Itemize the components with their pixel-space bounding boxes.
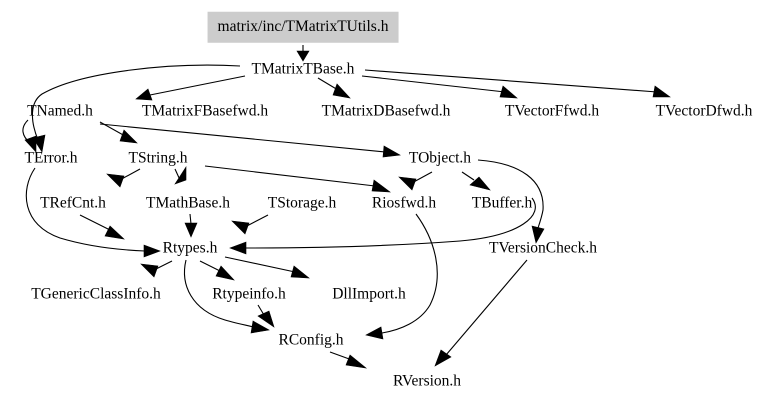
edge-tnamed-to-tobject bbox=[99, 123, 401, 158]
edge-tbuffer-to-rtypes bbox=[229, 197, 536, 255]
edge-tstring-to-riosfwd bbox=[204, 165, 391, 193]
edge-tstring-to-tmathbase bbox=[174, 165, 187, 185]
edge-tobject-to-tbuffer bbox=[461, 171, 491, 191]
node-rtypes[interactable]: Rtypes.h bbox=[162, 239, 218, 257]
edge-tstring-to-trefcnt bbox=[106, 168, 141, 188]
node-tbuffer[interactable]: TBuffer.h bbox=[471, 194, 533, 212]
node-rversion[interactable]: RVersion.h bbox=[392, 372, 462, 390]
node-trefcnt[interactable]: TRefCnt.h bbox=[40, 194, 106, 212]
node-tmathbase[interactable]: TMathBase.h bbox=[146, 194, 230, 212]
edge-tobject-to-riosfwd bbox=[398, 171, 433, 191]
edge-rtypes-to-rconfig bbox=[184, 259, 270, 334]
edge-tmatrixtbase-to-tvectordfwd bbox=[364, 69, 671, 98]
node-terror[interactable]: TError.h bbox=[24, 149, 78, 167]
edge-tmathbase-to-rtypes bbox=[184, 213, 198, 238]
node-tstring[interactable]: TString.h bbox=[128, 149, 188, 167]
edge-tnamed-to-tstring bbox=[99, 121, 138, 144]
edge-rtypes-to-rtypeinfo bbox=[199, 260, 235, 281]
edge-tmatrixtbase-to-tvectorffwd bbox=[361, 75, 518, 99]
node-tnamed[interactable]: TNamed.h bbox=[27, 102, 93, 120]
node-riosfwd[interactable]: Riosfwd.h bbox=[371, 194, 437, 212]
node-root-tmatrixtutils[interactable]: matrix/inc/TMatrixTUtils.h bbox=[207, 11, 399, 43]
edge-tversioncheck-to-rversion bbox=[434, 259, 528, 367]
node-tversioncheck[interactable]: TVersionCheck.h bbox=[488, 239, 598, 257]
node-tvectordfwd[interactable]: TVectorDfwd.h bbox=[655, 102, 753, 120]
node-tmatrixdbasefwd[interactable]: TMatrixDBasefwd.h bbox=[321, 102, 451, 120]
edge-trefcnt-to-rtypes bbox=[79, 214, 125, 240]
node-tmatrixtbase[interactable]: TMatrixTBase.h bbox=[251, 60, 355, 78]
node-rconfig[interactable]: RConfig.h bbox=[278, 331, 344, 349]
edge-tmatrixtbase-to-tmatrixfbasefwd bbox=[135, 75, 246, 101]
node-tobject[interactable]: TObject.h bbox=[408, 149, 472, 167]
node-tstorage[interactable]: TStorage.h bbox=[267, 194, 337, 212]
node-tmatrixfbasefwd[interactable]: TMatrixFBasefwd.h bbox=[141, 102, 269, 120]
edge-rtypes-to-tgenericclassinfo bbox=[140, 260, 173, 278]
edge-rtypes-to-dllimport bbox=[224, 256, 310, 279]
edge-root-to-tmatrixtbase bbox=[296, 45, 310, 62]
edge-rtypeinfo-to-rconfig bbox=[257, 304, 275, 328]
edge-tstorage-to-rtypes bbox=[231, 214, 269, 235]
edge-rconfig-to-rversion bbox=[329, 351, 368, 369]
node-dllimport[interactable]: DllImport.h bbox=[332, 285, 406, 303]
node-rtypeinfo[interactable]: Rtypeinfo.h bbox=[212, 285, 286, 303]
node-tvectorffwd[interactable]: TVectorFfwd.h bbox=[504, 102, 600, 120]
edge-terror-to-rtypes bbox=[25, 167, 161, 258]
edge-riosfwd-to-rconfig bbox=[365, 213, 438, 340]
edge-tmatrixtbase-to-tmatrixdbasefwd bbox=[317, 77, 351, 99]
edge-tobject-to-tversioncheck bbox=[477, 159, 545, 244]
node-tgenericclassinfo[interactable]: TGenericClassInfo.h bbox=[31, 285, 161, 303]
edge-tnamed-to-terror bbox=[22, 119, 37, 153]
